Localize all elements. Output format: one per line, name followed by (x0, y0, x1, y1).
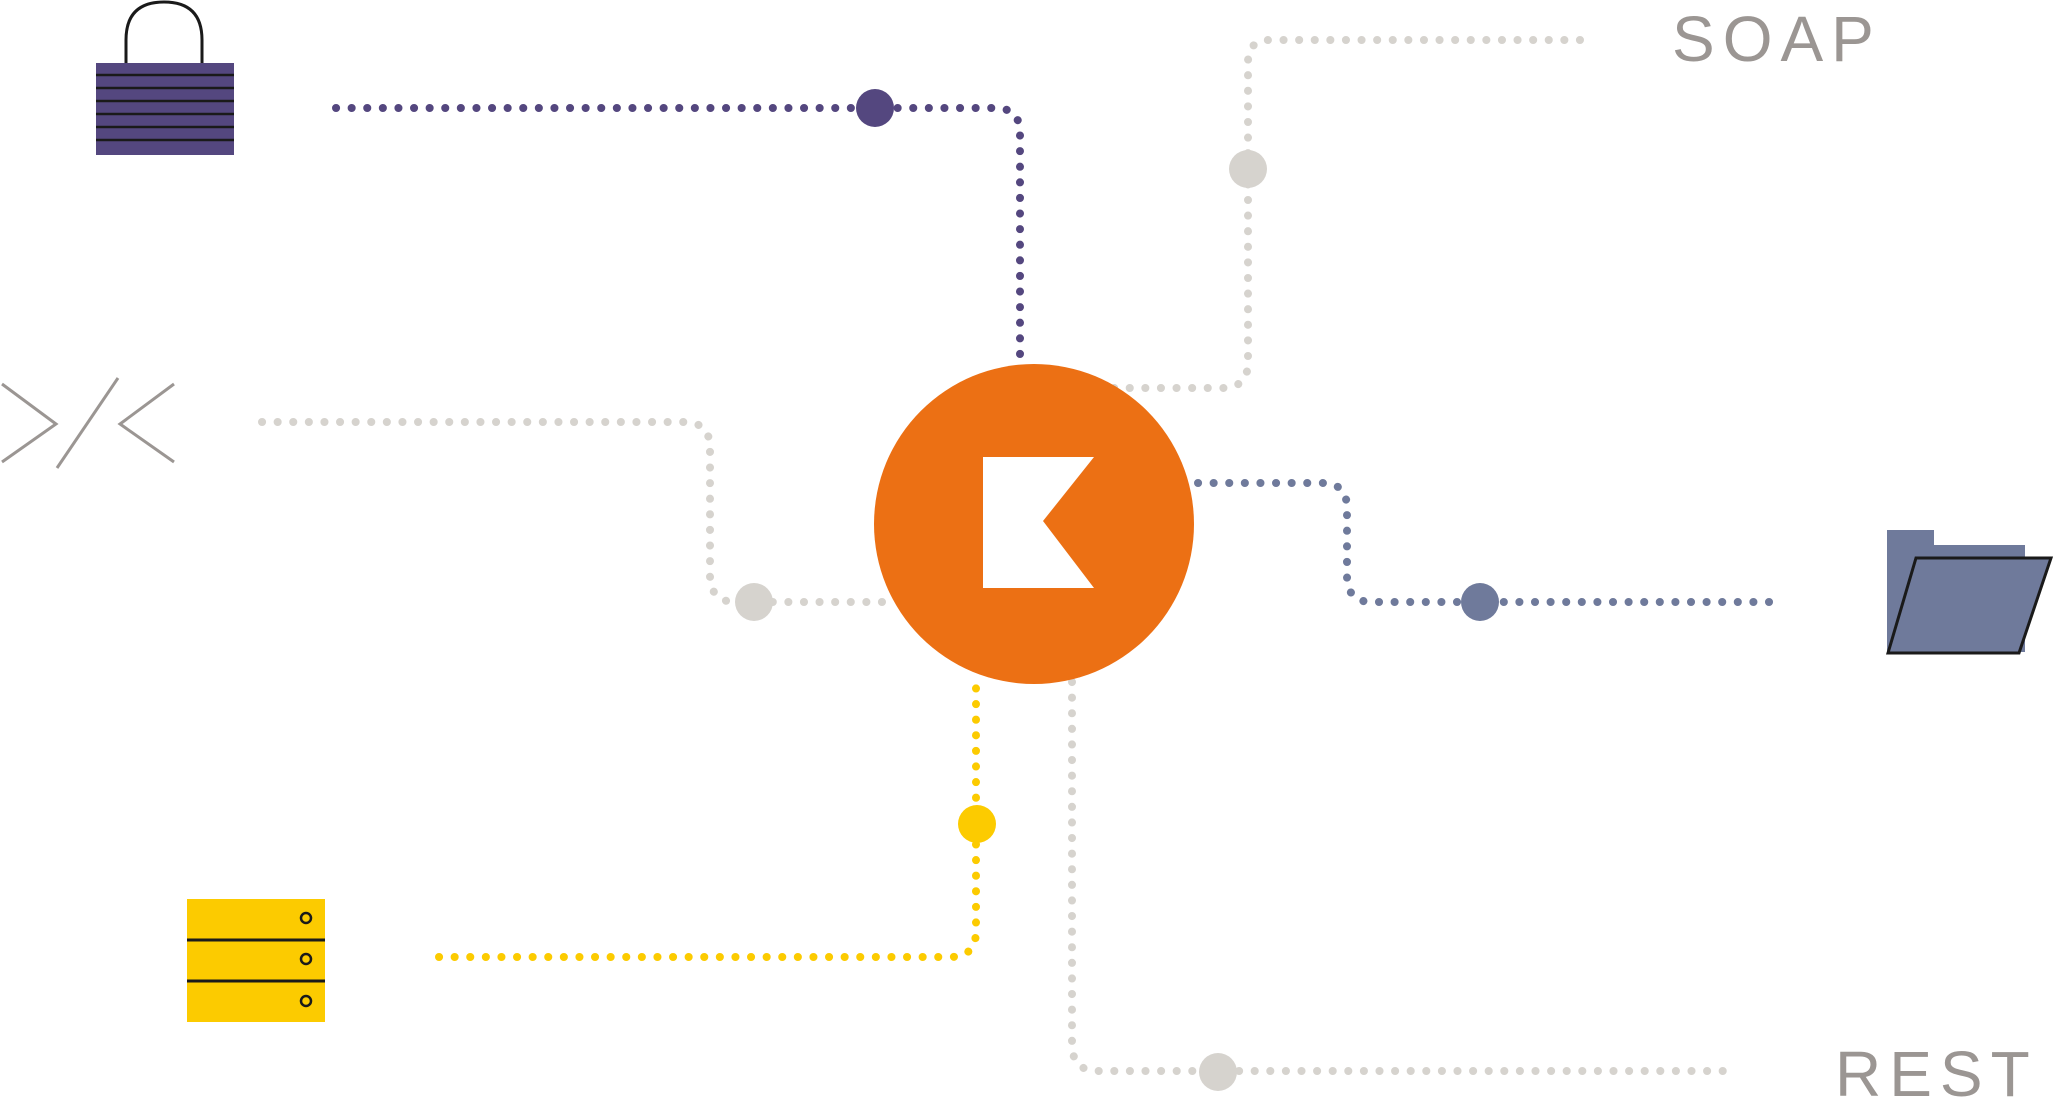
connector-server (435, 676, 980, 961)
rest-label: REST (1835, 1038, 2038, 1110)
server-icon (187, 899, 325, 1022)
connector-lock (332, 104, 1024, 371)
code-slash (55, 377, 120, 469)
hub (874, 364, 1194, 684)
kong-logo-icon (983, 457, 1094, 588)
node-lock (856, 89, 894, 127)
node-soap (1229, 150, 1267, 188)
node-rest (1199, 1053, 1237, 1091)
server-light (299, 911, 313, 925)
connector-lines (258, 36, 1782, 1075)
server-light (299, 952, 313, 966)
connector-nodes (735, 89, 1499, 1091)
connector-code (258, 418, 894, 606)
connector-soap (1106, 36, 1584, 392)
node-server (958, 805, 996, 843)
server-body (187, 899, 325, 1022)
code-gt (1, 382, 59, 464)
lock-stripes (96, 73, 234, 142)
node-folder (1461, 583, 1499, 621)
server-light (299, 994, 313, 1008)
lock-icon (96, 0, 234, 155)
code-icon (1, 377, 175, 469)
node-code (735, 583, 773, 621)
code-lt (117, 382, 175, 464)
folder-front (1885, 556, 2054, 655)
connector-rest (1068, 678, 1732, 1075)
folder-icon (1885, 530, 2054, 655)
lock-shackle (124, 0, 204, 65)
connector-folder (1194, 479, 1782, 606)
soap-label: SOAP (1672, 3, 1882, 75)
